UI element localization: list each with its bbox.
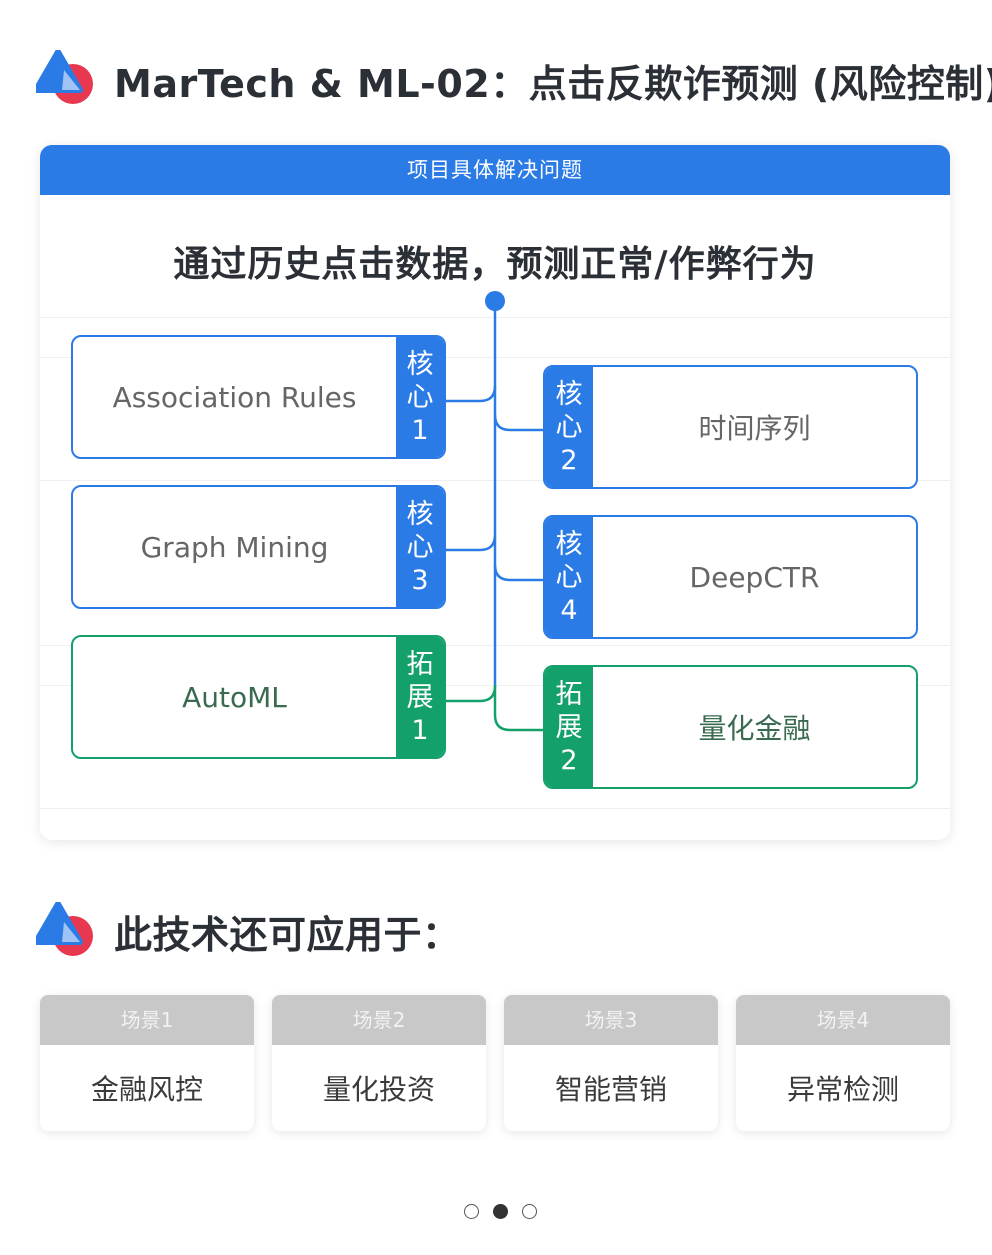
pagination-dot-2[interactable] xyxy=(493,1204,508,1219)
scenario-card-1: 场景1 金融风控 xyxy=(40,995,254,1131)
divider xyxy=(40,317,950,318)
connector-root-dot xyxy=(485,291,505,311)
pagination-dots xyxy=(464,1204,537,1219)
module-label: Association Rules xyxy=(112,380,357,414)
module-label: 时间序列 xyxy=(698,412,811,445)
module-label: 量化金融 xyxy=(698,712,811,745)
card-subtitle: 通过历史点击数据，预测正常/作弊行为 xyxy=(173,244,817,285)
scenario-body: 量化投资 xyxy=(322,1073,435,1106)
card-header: 项目具体解决问题 xyxy=(40,145,950,195)
problem-card: 项目具体解决问题 通过历史点击数据，预测正常/作弊行为 Association … xyxy=(40,145,950,840)
divider xyxy=(40,808,950,809)
module-label: AutoML xyxy=(182,680,287,714)
scenario-body: 异常检测 xyxy=(786,1073,899,1106)
scenario-body: 智能营销 xyxy=(554,1073,667,1106)
scenario-card-4: 场景4 异常检测 xyxy=(736,995,950,1131)
module-label: Graph Mining xyxy=(140,530,329,564)
scenario-head: 场景2 xyxy=(272,995,486,1045)
pagination-dot-3[interactable] xyxy=(522,1204,537,1219)
pagination-dot-1[interactable] xyxy=(464,1204,479,1219)
scenario-body: 金融风控 xyxy=(90,1073,203,1106)
scenario-head: 场景4 xyxy=(736,995,950,1045)
scenario-card-3: 场景3 智能营销 xyxy=(504,995,718,1131)
section-title: 此技术还可应用于： xyxy=(114,913,461,957)
page-title: MarTech & ML-02：点击反欺诈预测 (风险控制) xyxy=(114,62,992,106)
scenario-card-2: 场景2 量化投资 xyxy=(272,995,486,1131)
scenario-head: 场景1 xyxy=(40,995,254,1045)
logo-icon xyxy=(36,902,96,958)
module-label: DeepCTR xyxy=(689,560,820,594)
logo-icon xyxy=(36,50,96,106)
scenario-head: 场景3 xyxy=(504,995,718,1045)
